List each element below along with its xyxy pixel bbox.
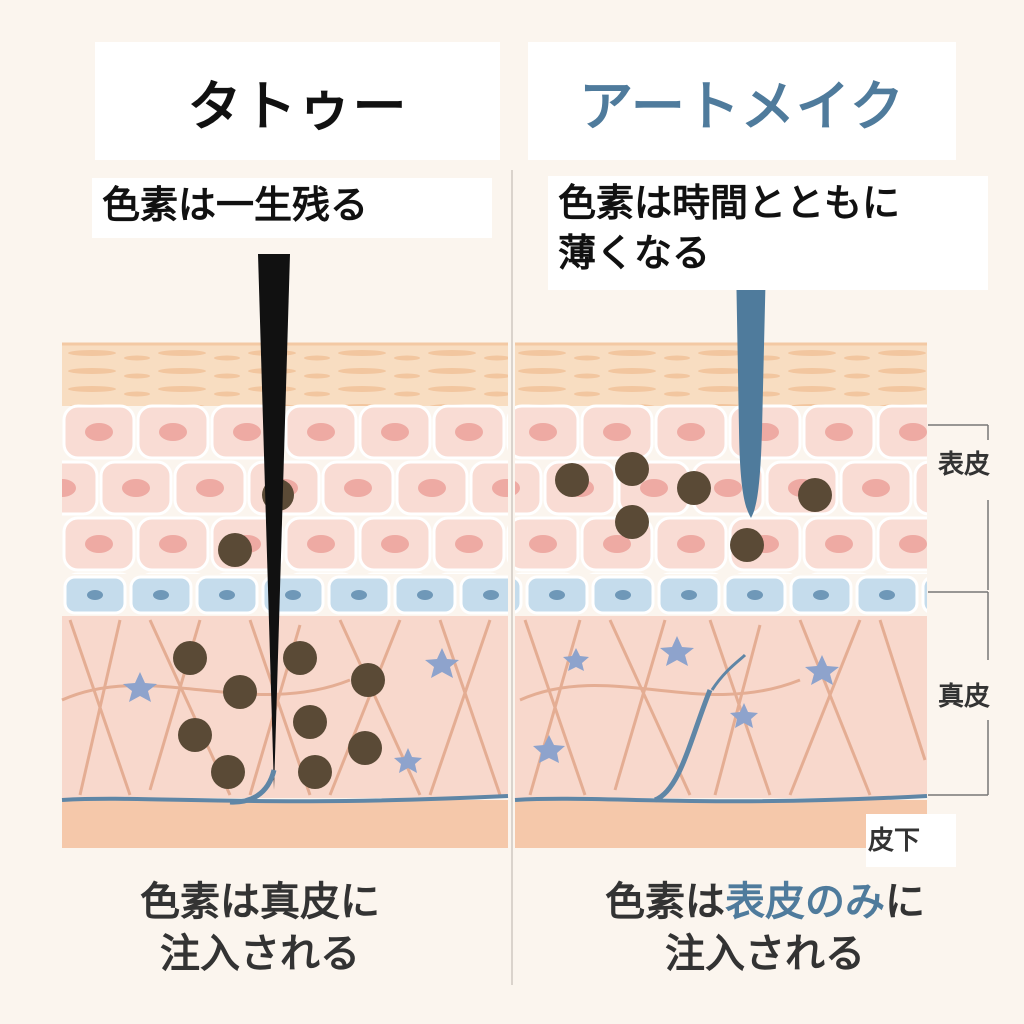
basal-layer xyxy=(62,574,508,616)
label-epidermis: 表皮 xyxy=(938,450,991,480)
artmake-explanation-line2: 注入される xyxy=(665,931,865,977)
dermis xyxy=(62,616,508,798)
artmake-caption-line2: 薄くなる xyxy=(558,231,711,275)
artmake-needle xyxy=(736,262,766,518)
artmake-explanation-line1: 色素は表皮のみに xyxy=(555,876,975,928)
artmake-explanation-suffix: に xyxy=(885,879,925,925)
artmake-title: アートメイク xyxy=(528,42,956,160)
label-dermis: 真皮 xyxy=(938,682,991,712)
fibroblast-stars-right xyxy=(533,636,839,763)
artmake-caption-line1: 色素は時間とともに xyxy=(558,181,901,225)
artmake-caption: 色素は時間とともに 薄くなる xyxy=(548,176,988,290)
tattoo-explanation: 色素は真皮に 注入される xyxy=(50,876,470,980)
tattoo-caption-text: 色素は一生残る xyxy=(102,183,369,227)
layer-brackets xyxy=(928,424,989,796)
artmake-skin-section xyxy=(514,262,928,848)
tattoo-explanation-line1: 色素は真皮に xyxy=(140,879,380,925)
tattoo-explanation-line2: 注入される xyxy=(160,931,360,977)
tattoo-needle xyxy=(258,254,290,790)
tattoo-caption: 色素は一生残る xyxy=(92,178,492,238)
artmake-explanation: 色素は表皮のみに 注入される xyxy=(555,876,975,980)
tattoo-skin-section xyxy=(61,254,509,848)
label-subcutis: 皮下 xyxy=(866,814,957,867)
fibroblast-stars-left xyxy=(123,648,459,773)
stratum-corneum-right xyxy=(515,344,927,406)
tattoo-pigment-dots xyxy=(173,479,385,789)
tattoo-title: タトゥー xyxy=(95,42,500,160)
artmake-explanation-prefix: 色素は xyxy=(605,879,725,925)
artmake-pigment-dots xyxy=(555,452,832,562)
artmake-explanation-emphasis: 表皮のみ xyxy=(725,879,885,925)
subcutis xyxy=(62,800,508,848)
